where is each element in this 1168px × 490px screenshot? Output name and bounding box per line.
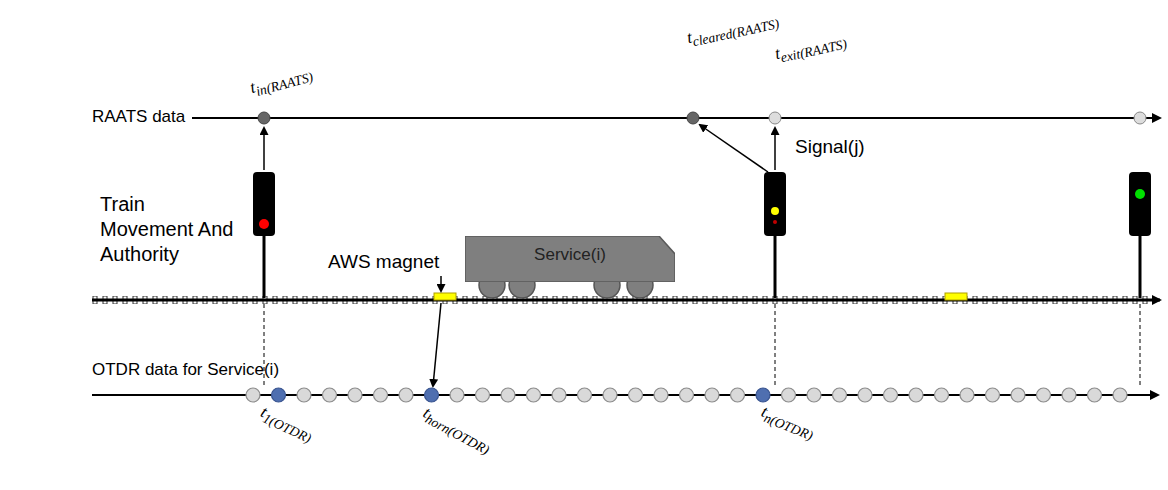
- otdr-sample-dot: [782, 388, 796, 402]
- leader-arrow: [440, 276, 442, 291]
- otdr-sample-dot: [348, 388, 362, 402]
- otdr-sample-dot: [986, 388, 1000, 402]
- otdr-sample-dot: [501, 388, 515, 402]
- event-dot: [258, 112, 270, 124]
- otdr-sample-dot: [909, 388, 923, 402]
- row-label: RAATS data: [92, 107, 185, 127]
- otdr-sample-dot: [705, 388, 719, 402]
- time-label: tn(OTDR): [757, 402, 818, 445]
- otdr-sample-dot: [1011, 388, 1025, 402]
- signal-green: [1129, 172, 1151, 298]
- leader-arrow: [433, 303, 441, 386]
- aws-magnet: [945, 293, 967, 300]
- otdr-sample-dot: [654, 388, 668, 402]
- otdr-sample-dot: [680, 388, 694, 402]
- otdr-sample-dot: [1062, 388, 1076, 402]
- otdr-sample-dot: [374, 388, 388, 402]
- event-dot: [687, 112, 699, 124]
- time-label: texit(RAATS): [773, 30, 848, 68]
- row-label: Signal(j): [795, 136, 865, 159]
- otdr-sample-dot: [603, 388, 617, 402]
- row-label: Train Movement And Authority: [100, 192, 236, 267]
- otdr-sample-dot: [1037, 388, 1051, 402]
- otdr-sample-dot: [578, 388, 592, 402]
- otdr-sample-dot: [935, 388, 949, 402]
- otdr-sample-dot: [858, 388, 872, 402]
- event-dot: [769, 112, 781, 124]
- time-label: t1(OTDR): [256, 402, 317, 447]
- otdr-sample-dot: [527, 388, 541, 402]
- signal-red: [253, 172, 275, 298]
- otdr-sample-dot: [833, 388, 847, 402]
- otdr-sample-dot: [552, 388, 566, 402]
- aws-magnet: [434, 293, 456, 300]
- otdr-sample-dot: [1088, 388, 1102, 402]
- otdr-sample-dot: [1113, 388, 1127, 402]
- event-arrow: [774, 128, 776, 170]
- otdr-sample-dot: [629, 388, 643, 402]
- raats-timeline: [192, 117, 1160, 119]
- row-label: AWS magnet: [328, 251, 439, 274]
- otdr-sample-dot: [450, 388, 464, 402]
- train-body: Service(i): [465, 236, 675, 282]
- otdr-sample-dot: [246, 388, 260, 402]
- train-name: Service(i): [465, 245, 675, 265]
- otdr-sample-dot: [960, 388, 974, 402]
- otdr-sample-dot: [807, 388, 821, 402]
- time-label: tcleared(RAATS): [685, 9, 781, 51]
- otdr-sample-dot: [399, 388, 413, 402]
- event-arrow: [700, 125, 768, 172]
- otdr-sample-dot: [476, 388, 490, 402]
- otdr-sample-dot: [731, 388, 745, 402]
- otdr-sample-dot: [884, 388, 898, 402]
- time-label: tin(RAATS): [248, 62, 315, 101]
- otdr-sample-dot: [297, 388, 311, 402]
- signal-yellow: [764, 172, 786, 298]
- event-arrow: [263, 128, 265, 170]
- otdr-sample-dot: [425, 388, 439, 402]
- event-dot: [1134, 112, 1146, 124]
- row-label: OTDR data for Service(i): [92, 360, 279, 380]
- time-label: thorn(OTDR): [418, 403, 495, 459]
- otdr-sample-dot: [756, 388, 770, 402]
- dashed-drop: [1140, 304, 1141, 388]
- otdr-sample-dot: [323, 388, 337, 402]
- otdr-sample-dot: [272, 388, 286, 402]
- dashed-drop: [775, 304, 776, 388]
- track-line: [92, 299, 1160, 302]
